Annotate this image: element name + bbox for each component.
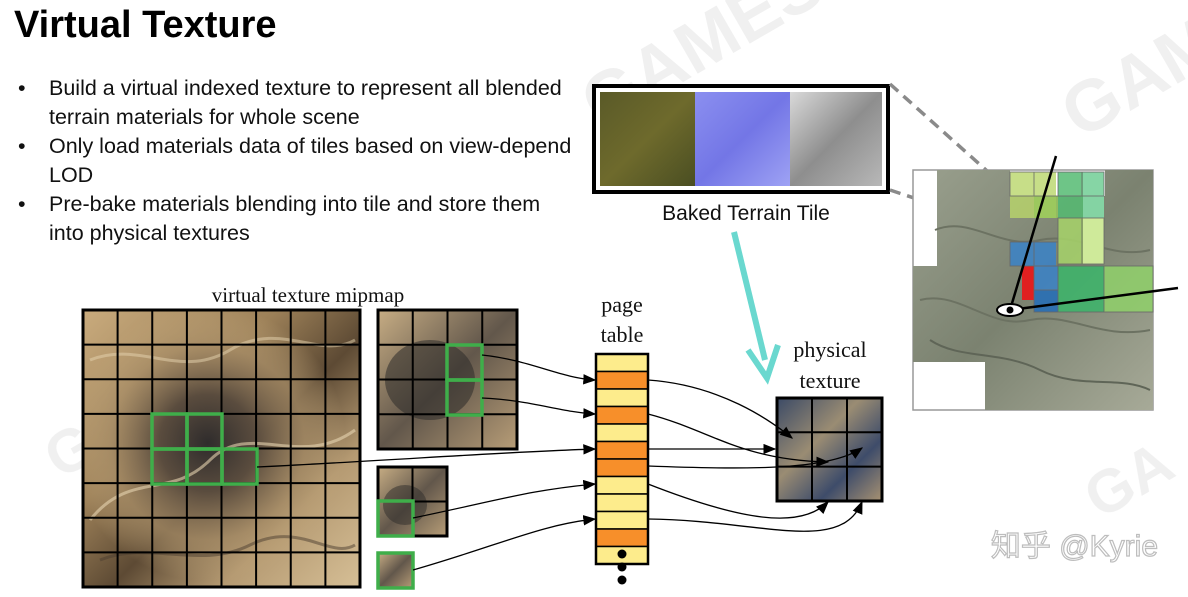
- bullet-item: Build a virtual indexed texture to repre…: [18, 74, 578, 132]
- page-table-label: table: [601, 322, 644, 347]
- mipmap-label: virtual texture mipmap: [212, 283, 404, 307]
- terrain-map: [912, 155, 1179, 411]
- page-table-entry: [595, 370, 649, 390]
- bake-arrow-head: [745, 344, 781, 385]
- mip-level-1: [376, 308, 519, 451]
- zoom-line: [888, 82, 1017, 198]
- mip-level-0: [81, 308, 362, 589]
- page-table-entry: [595, 388, 649, 408]
- more-entries-icon: [617, 549, 627, 585]
- svg-text:GAMES: GAMES: [1048, 0, 1188, 154]
- bullet-item: Only load materials data of tiles based …: [18, 132, 578, 190]
- page-table-entry: [595, 493, 649, 513]
- page-table-label: page: [601, 292, 643, 317]
- slide-title: Virtual Texture: [14, 4, 277, 46]
- page-table: [594, 352, 650, 566]
- bake-arrow: [731, 231, 768, 361]
- page-table-entry: [595, 528, 649, 548]
- bullet-list: Build a virtual indexed texture to repre…: [18, 74, 578, 248]
- page-table-entry: [595, 423, 649, 443]
- bullet-item: Pre-bake materials blending into tile an…: [18, 190, 578, 248]
- page-table-entry: [595, 353, 649, 373]
- svg-text:GA: GA: [1073, 428, 1184, 531]
- mapping-arrows: [256, 354, 864, 571]
- page-table-entry: [595, 458, 649, 478]
- physical-texture: [775, 396, 884, 503]
- page-table-entry: [595, 405, 649, 425]
- page-table-entry: [595, 510, 649, 530]
- height-swatch: [790, 92, 882, 186]
- physical-texture-label: texture: [799, 368, 860, 393]
- mip-level-2: [376, 465, 449, 538]
- watermark-text: 知乎 @Kyrie: [991, 530, 1158, 563]
- baked-tile-label: Baked Terrain Tile: [662, 202, 830, 225]
- physical-texture-label: physical: [793, 337, 866, 362]
- page-table-entry: [595, 475, 649, 495]
- page-table-entry: [595, 440, 649, 460]
- normal-swatch: [695, 92, 790, 186]
- albedo-swatch: [600, 92, 695, 186]
- mip-level-3: [376, 551, 415, 590]
